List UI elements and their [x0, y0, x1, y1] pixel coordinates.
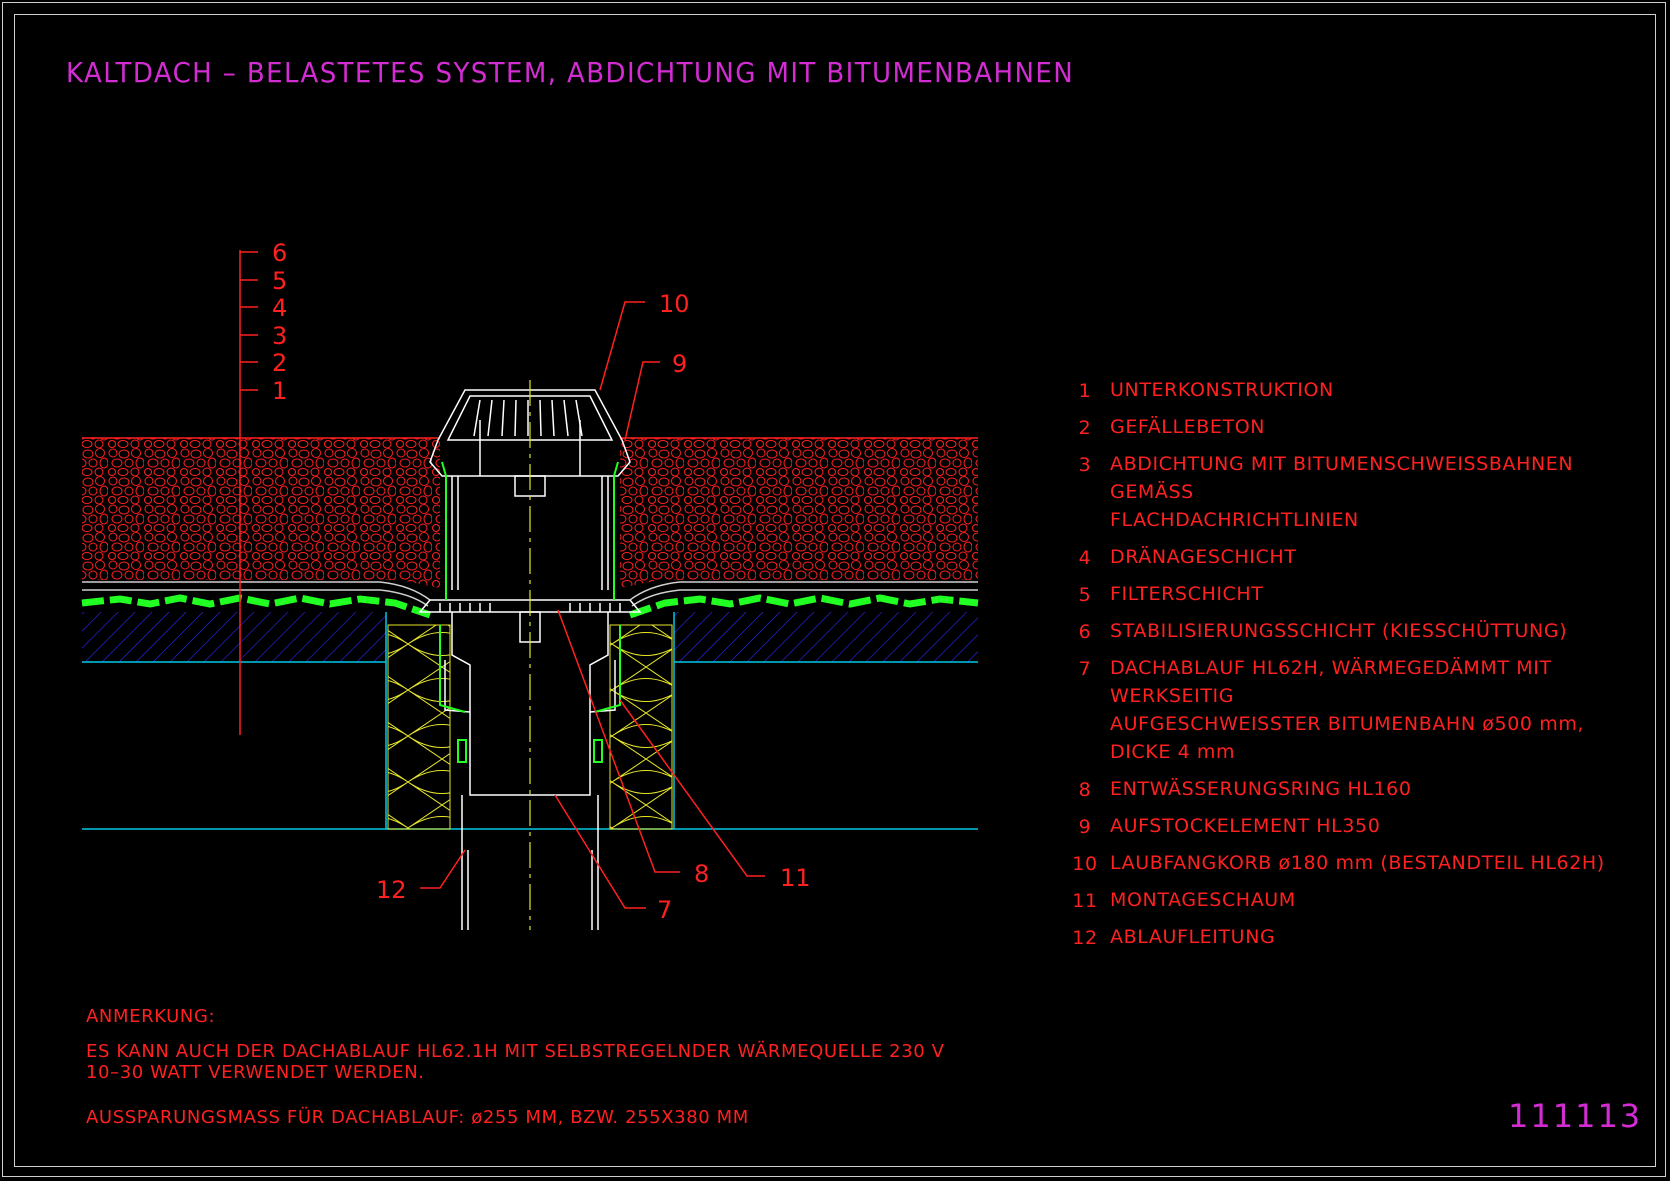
filter-layer — [82, 589, 978, 607]
legend-number: 2 — [1078, 417, 1092, 439]
legend-number: 10 — [1072, 853, 1098, 875]
legend-item: 3 ABDICHTUNG MIT BITUMENSCHWEISSBAHNEN GE… — [1060, 453, 1630, 534]
note-line-2: AUSSPARUNGSMASS FÜR DACHABLAUF: ø255 MM,… — [86, 1107, 749, 1128]
note-heading: ANMERKUNG: — [86, 1006, 216, 1027]
legend-item: 10 LAUBFANGKORB ø180 mm (BESTANDTEIL HL62… — [1060, 852, 1630, 877]
legend-text: DACHABLAUF HL62H, WÄRMEGEDÄMMT MIT WERKS… — [1110, 657, 1585, 763]
legend-item: 9 AUFSTOCKELEMENT HL350 — [1060, 815, 1630, 840]
legend-number: 11 — [1072, 890, 1098, 912]
legend-item: 7 DACHABLAUF HL62H, WÄRMEGEDÄMMT MIT WERK… — [1060, 657, 1630, 766]
legend: 1 UNTERKONSTRUKTION 2 GEFÄLLEBETON 3 ABDICHTU… — [1060, 379, 1630, 964]
legend-text: UNTERKONSTRUKTION — [1110, 379, 1334, 401]
callout-8: 8 — [694, 860, 709, 888]
legend-item: 12 ABLAUFLEITUNG — [1060, 926, 1630, 951]
gravel-layer-right — [620, 438, 978, 588]
legend-number: 7 — [1078, 658, 1092, 680]
legend-text: ABLAUFLEITUNG — [1110, 926, 1276, 948]
legend-number: 5 — [1078, 584, 1092, 606]
legend-item: 1 UNTERKONSTRUKTION — [1060, 379, 1630, 404]
inner-frame — [14, 14, 1656, 1167]
note-line-1: ES KANN AUCH DER DACHABLAUF HL62.1H MIT … — [86, 1041, 945, 1083]
legend-item: 2 GEFÄLLEBETON — [1060, 416, 1630, 441]
drawing-number: 111113 — [1508, 1097, 1643, 1135]
legend-text: DRÄNAGESCHICHT — [1110, 546, 1297, 568]
scale-label-2: 2 — [272, 349, 287, 377]
scale-label-4: 4 — [272, 294, 287, 322]
legend-number: 12 — [1072, 927, 1098, 949]
membrane-layer-left — [81, 594, 432, 619]
legend-text: GEFÄLLEBETON — [1110, 416, 1266, 438]
legend-text: LAUBFANGKORB ø180 mm (BESTANDTEIL HL62H) — [1110, 852, 1605, 874]
legend-number: 3 — [1078, 454, 1092, 476]
legend-text: STABILISIERUNGSSCHICHT (KIESSCHÜTTUNG) — [1110, 620, 1568, 642]
slope-concrete-right — [674, 612, 978, 662]
legend-item: 6 STABILISIERUNGSSCHICHT (KIESSCHÜTTUNG) — [1060, 620, 1630, 645]
callout-7: 7 — [657, 896, 672, 924]
legend-text: AUFSTOCKELEMENT HL350 — [1110, 815, 1381, 837]
drawing-title: KALTDACH – BELASTETES SYSTEM, ABDICHTUNG… — [66, 56, 1075, 89]
legend-number: 4 — [1078, 547, 1092, 569]
legend-number: 1 — [1078, 380, 1092, 402]
leaf-guard-grate — [439, 399, 621, 612]
scale-label-5: 5 — [272, 267, 287, 295]
scale-label-3: 3 — [272, 322, 287, 350]
legend-text: ABDICHTUNG MIT BITUMENSCHWEISSBAHNEN GEM… — [1110, 453, 1574, 531]
legend-item: 8 ENTWÄSSERUNGSRING HL160 — [1060, 778, 1630, 803]
scale-label-1: 1 — [272, 377, 287, 405]
membrane-layer-right — [628, 594, 979, 619]
gravel-layer-left — [82, 438, 440, 588]
legend-text: MONTAGESCHAUM — [1110, 889, 1296, 911]
drain-seals — [439, 461, 621, 763]
callout-10: 10 — [659, 290, 690, 318]
layer-scale — [239, 250, 258, 735]
callout-12: 12 — [376, 876, 407, 904]
leader-lines — [420, 301, 765, 909]
legend-number: 9 — [1078, 816, 1092, 838]
legend-item: 5 FILTERSCHICHT — [1060, 583, 1630, 608]
legend-item: 11 MONTAGESCHAUM — [1060, 889, 1630, 914]
legend-text: FILTERSCHICHT — [1110, 583, 1264, 605]
legend-item: 4 DRÄNAGESCHICHT — [1060, 546, 1630, 571]
legend-text: ENTWÄSSERUNGSRING HL160 — [1110, 778, 1412, 800]
callout-9: 9 — [672, 350, 687, 378]
slope-concrete-left — [82, 612, 386, 662]
drainage-layer — [82, 581, 978, 601]
legend-number: 8 — [1078, 779, 1092, 801]
callout-11: 11 — [780, 864, 811, 892]
legend-number: 6 — [1078, 621, 1092, 643]
scale-label-6: 6 — [272, 239, 287, 267]
